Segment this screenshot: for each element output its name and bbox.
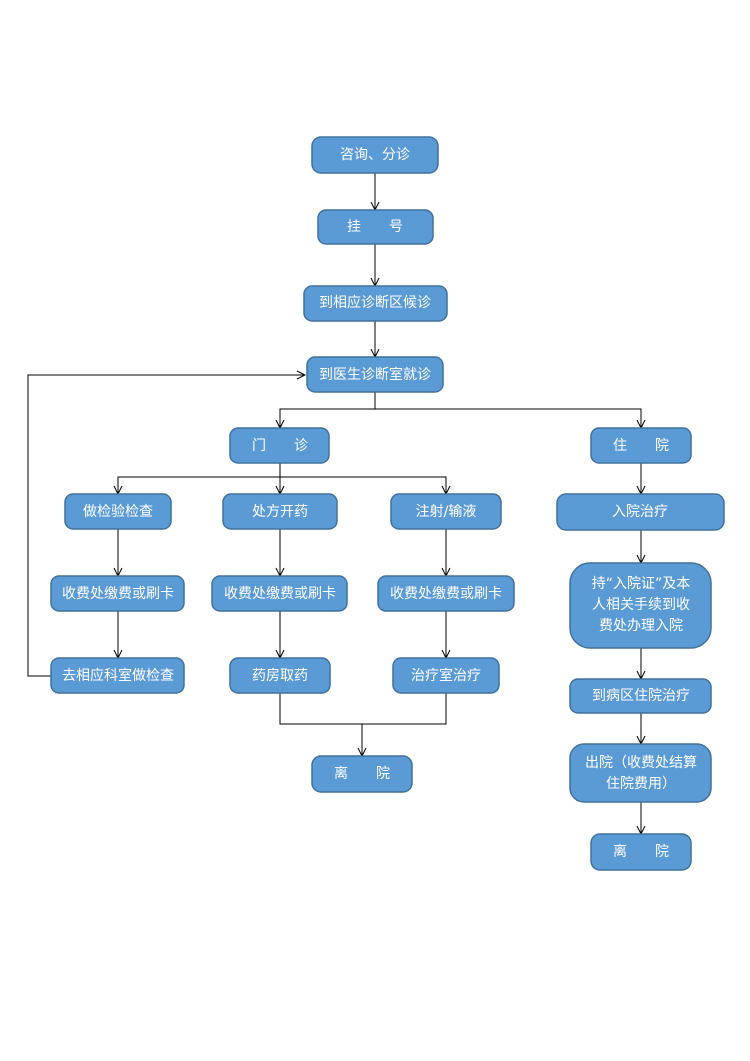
edge-goexam-return [27,375,305,677]
node-wait-area-label: 到相应诊断区候诊 [319,294,431,311]
node-inpatient-label: 住 院 [613,438,669,454]
node-pay-exam-label: 收费处缴费或刷卡 [62,586,174,602]
node-pharmacy: 药房取药 [229,657,331,694]
node-inpatient: 住 院 [590,427,692,464]
node-injection: 注射/输液 [390,493,502,530]
node-prescribe: 处方开药 [222,493,338,530]
node-consult: 咨询、分诊 [311,136,439,174]
node-pay-injection: 收费处缴费或刷卡 [377,575,515,612]
edge-outpatient-injection [280,476,446,494]
node-prescribe-label: 处方开药 [252,504,308,520]
node-treatment-room: 治疗室治疗 [392,657,500,694]
node-pharmacy-label: 药房取药 [252,668,308,684]
node-do-exam-label: 做检验检查 [83,504,153,520]
node-admit-treat: 入院治疗 [556,493,725,531]
node-doctor-room-label: 到医生诊断室就诊 [319,366,431,383]
node-leave-inpatient: 离 院 [590,833,692,871]
node-leave-outpatient-label: 离 院 [334,765,390,782]
node-register: 挂 号 [317,209,434,245]
connectors [27,173,641,834]
node-pay-exam: 收费处缴费或刷卡 [50,575,185,612]
node-pay-injection-label: 收费处缴费或刷卡 [390,586,502,602]
edge-doctor-outpatient [280,392,376,428]
node-admission-cert: 持“入院证”及本 人相关手续到收 费处办理入院 [569,562,712,649]
node-register-label: 挂 号 [347,219,403,235]
node-pay-prescribe: 收费处缴费或刷卡 [211,575,348,612]
edge-pharmacy-leave [279,693,362,756]
node-discharge-settle-line1: 出院（收费处结算 [585,755,697,771]
node-admission-cert-line1: 持“入院证”及本 [592,576,691,592]
edge-treatment-leave [362,693,447,725]
node-to-ward-label: 到病区住院治疗 [592,688,690,704]
node-doctor-room: 到医生诊断室就诊 [306,356,444,393]
node-treatment-room-label: 治疗室治疗 [411,667,481,684]
node-wait-area: 到相应诊断区候诊 [303,285,448,322]
edge-outpatient-branch [118,463,281,494]
node-leave-inpatient-label: 离 院 [613,843,669,860]
node-admission-cert-line2: 人相关手续到收 [592,596,690,613]
node-go-exam-dept: 去相应科室做检查 [50,657,185,694]
node-admission-cert-line3: 费处办理入院 [599,618,683,634]
node-leave-outpatient: 离 院 [311,755,413,793]
node-go-exam-dept-label: 去相应科室做检查 [62,667,174,684]
node-do-exam: 做检验检查 [64,493,172,530]
node-admit-treat-label: 入院治疗 [612,504,668,520]
node-discharge-settle: 出院（收费处结算 住院费用） [569,743,712,803]
node-outpatient: 门 诊 [229,427,330,464]
edge-doctor-inpatient [375,408,641,428]
node-to-ward: 到病区住院治疗 [569,678,712,714]
node-discharge-settle-line2: 住院费用） [606,776,676,792]
node-pay-prescribe-label: 收费处缴费或刷卡 [224,586,336,602]
node-outpatient-label: 门 诊 [252,438,308,454]
node-consult-label: 咨询、分诊 [340,147,410,163]
node-injection-label: 注射/输液 [416,504,477,520]
process-nodes: 咨询、分诊 挂 号 到相应诊断区候诊 到医生诊断室就诊 门 诊 住 院 做检验检… [50,136,725,871]
